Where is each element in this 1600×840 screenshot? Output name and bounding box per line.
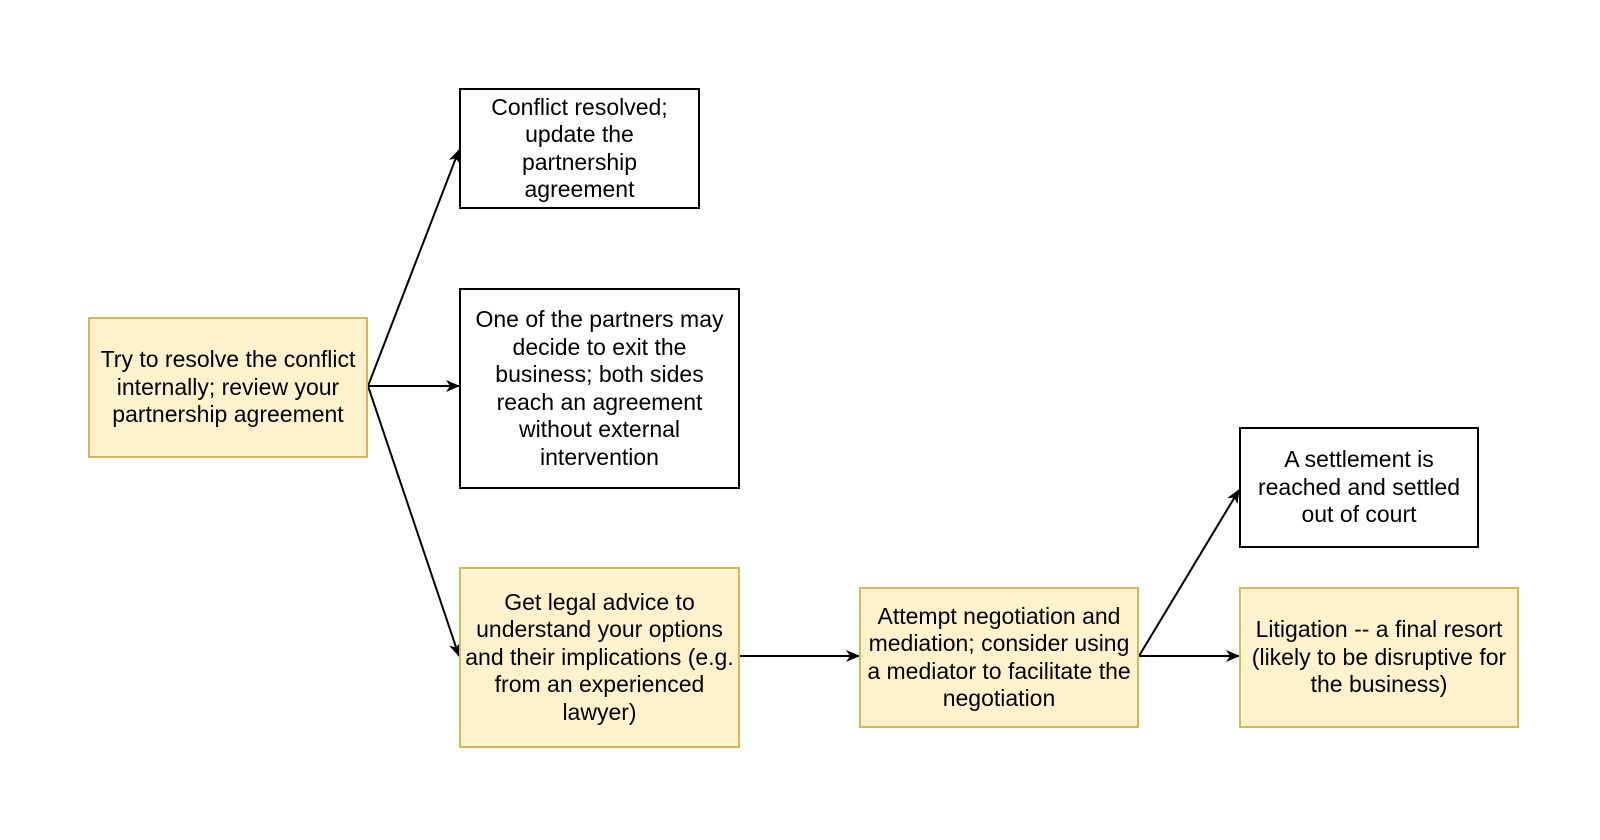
node-conflict-resolved: Conflict resolved; update the partnershi…: [459, 88, 700, 209]
arrow-start-to-legal: [367, 385, 461, 657]
node-conflict-resolved-label: Conflict resolved; update the partnershi…: [491, 93, 668, 203]
node-resolve-internally-label: Try to resolve the conflict internally; …: [100, 346, 356, 428]
node-negotiation-mediation: Attempt negotiation and mediation; consi…: [859, 587, 1139, 728]
node-legal-advice-label: Get legal advice to understand your opti…: [465, 588, 734, 725]
arrow-mediate-to-settle: [1138, 489, 1240, 657]
node-negotiation-mediation-label: Attempt negotiation and mediation; consi…: [867, 602, 1131, 712]
node-resolve-internally: Try to resolve the conflict internally; …: [88, 317, 368, 458]
node-settlement-label: A settlement is reached and settled out …: [1257, 446, 1461, 528]
node-legal-advice: Get legal advice to understand your opti…: [459, 567, 740, 748]
node-litigation: Litigation -- a final resort (likely to …: [1239, 587, 1519, 728]
node-partner-exit-label: One of the partners may decide to exit t…: [475, 306, 724, 470]
node-partner-exit: One of the partners may decide to exit t…: [459, 288, 740, 489]
node-settlement: A settlement is reached and settled out …: [1239, 427, 1479, 548]
arrow-start-to-resolved: [367, 149, 460, 387]
node-litigation-label: Litigation -- a final resort (likely to …: [1251, 616, 1507, 698]
